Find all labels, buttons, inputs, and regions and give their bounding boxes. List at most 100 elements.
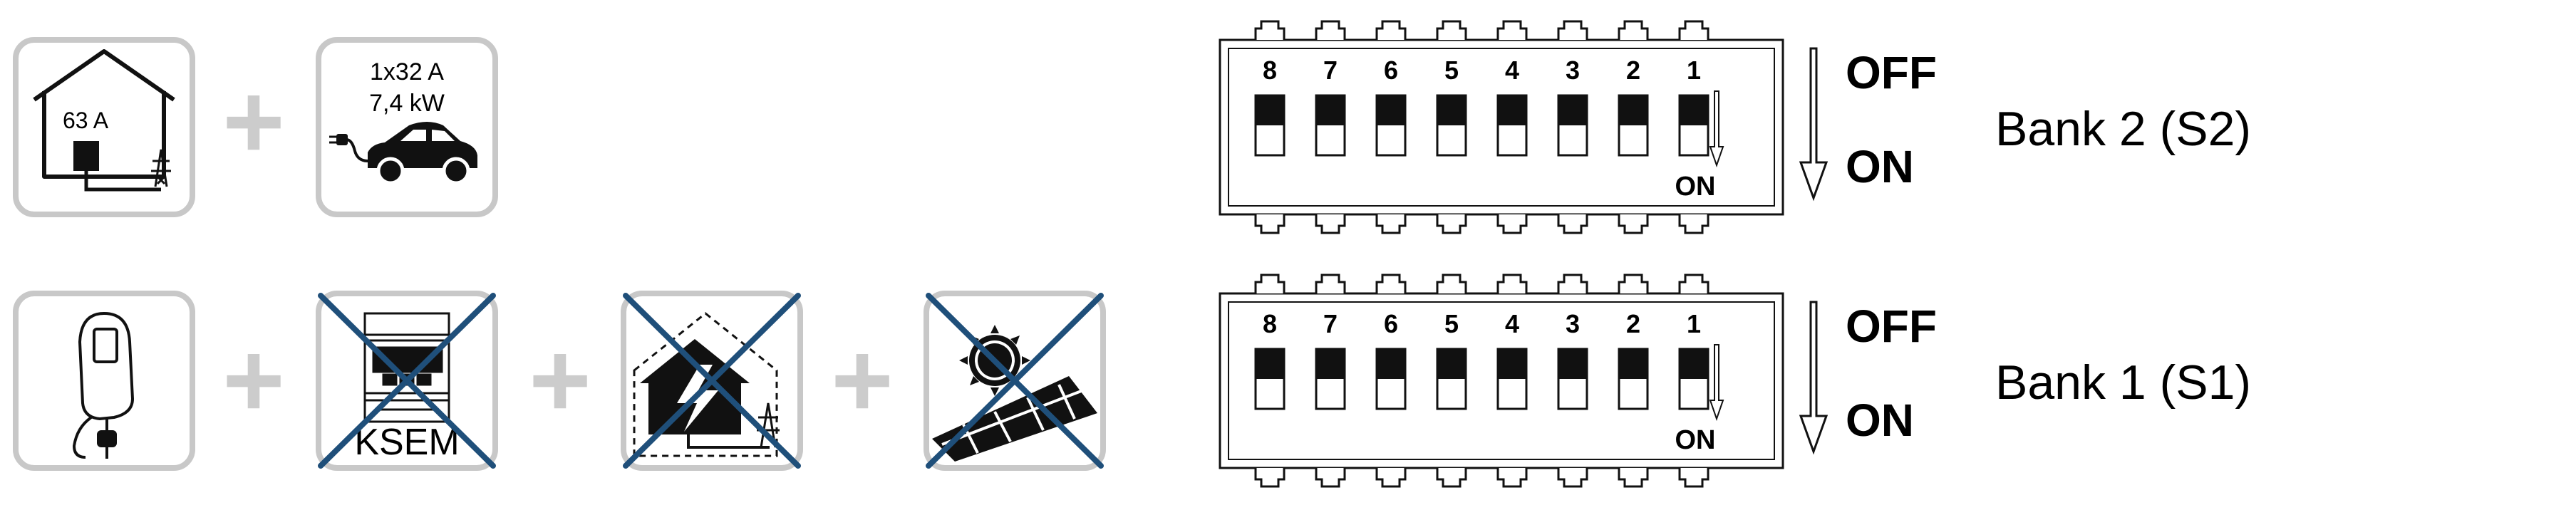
plus-sign-3: + — [529, 320, 591, 439]
on-direction-arrow-icon — [1709, 90, 1724, 168]
dip-switch-7[interactable] — [1315, 348, 1346, 410]
legend-off: OFF — [1846, 301, 1937, 352]
pin-top — [1436, 20, 1467, 40]
home-energy-tile — [621, 291, 803, 471]
switch-knob — [1377, 95, 1405, 125]
pin-top — [1496, 274, 1528, 293]
excluded-cross-icon — [926, 293, 1104, 469]
house-amperage: 63 A — [63, 108, 109, 133]
pin-bottom — [1436, 468, 1467, 488]
pin-bottom — [1254, 468, 1286, 488]
phase-current: 1x32 A — [370, 58, 444, 85]
charging-tile: 1x32 A 7,4 kW — [316, 37, 498, 217]
on-label: ON — [1675, 425, 1716, 455]
dip-switch-inner-frame — [1228, 301, 1775, 460]
charging-power: 7,4 kW — [369, 90, 445, 117]
energy-meter-label: KSEM — [354, 422, 459, 463]
switch-number: 1 — [1687, 56, 1701, 85]
switch-knob — [1316, 349, 1345, 379]
switch-number: 3 — [1566, 56, 1580, 85]
switch-number: 2 — [1626, 56, 1640, 85]
switch-number: 2 — [1626, 309, 1640, 338]
switch-number: 5 — [1444, 309, 1459, 338]
excluded-cross-icon — [318, 293, 496, 469]
switch-number: 8 — [1263, 309, 1277, 338]
switch-number: 4 — [1505, 309, 1519, 338]
legend-on: ON — [1846, 141, 1914, 192]
switch-knob — [1680, 95, 1708, 125]
pin-bottom — [1678, 468, 1709, 488]
pin-top — [1618, 20, 1649, 40]
pin-top — [1315, 20, 1346, 40]
pin-bottom — [1496, 214, 1528, 234]
legend-on: ON — [1846, 395, 1914, 446]
pin-bottom — [1375, 468, 1407, 488]
pin-bottom — [1315, 214, 1346, 234]
switch-number: 4 — [1505, 56, 1519, 85]
dip-switch-3[interactable] — [1557, 94, 1588, 157]
pin-top — [1375, 20, 1407, 40]
pin-bottom — [1618, 468, 1649, 488]
switch-number: 1 — [1687, 309, 1701, 338]
pin-top — [1254, 274, 1286, 293]
dip-switch-3[interactable] — [1557, 348, 1588, 410]
pin-bottom — [1557, 468, 1588, 488]
dip-switch-5[interactable] — [1436, 94, 1467, 157]
switch-knob — [1558, 349, 1587, 379]
dip-switch-8[interactable] — [1254, 94, 1286, 157]
pin-top — [1375, 274, 1407, 293]
pin-top — [1678, 274, 1709, 293]
dip-switch-4[interactable] — [1496, 348, 1528, 410]
switch-number: 6 — [1384, 309, 1398, 338]
plus-sign-2: + — [222, 320, 285, 439]
energy-meter-tile: KSEM — [316, 291, 498, 471]
dip-switch-1[interactable] — [1678, 348, 1709, 410]
dip-switch-8[interactable] — [1254, 348, 1286, 410]
dashed-boundary — [633, 312, 778, 457]
pin-bottom — [1618, 214, 1649, 234]
switch-knob — [1619, 349, 1647, 379]
pin-top — [1315, 274, 1346, 293]
switch-number: 7 — [1323, 309, 1338, 338]
on-label: ON — [1675, 172, 1716, 202]
pin-top — [1254, 20, 1286, 40]
pin-bottom — [1557, 214, 1588, 234]
dip-switch-2[interactable] — [1618, 348, 1649, 410]
transmission-tower-icon — [151, 149, 171, 187]
pin-bottom — [1375, 214, 1407, 234]
wallbox-tile — [13, 291, 195, 471]
dip-switch-5[interactable] — [1436, 348, 1467, 410]
dip-switch-6[interactable] — [1375, 348, 1407, 410]
dip-switch-inner-frame — [1228, 48, 1775, 207]
pv-system-tile — [924, 291, 1106, 471]
switch-knob — [1256, 349, 1284, 379]
pin-top — [1436, 274, 1467, 293]
bank-label: Bank 2 (S2) — [1995, 102, 2251, 156]
switch-knob — [1316, 95, 1345, 125]
switch-knob — [1680, 349, 1708, 379]
legend-off: OFF — [1846, 47, 1937, 98]
electric-car-icon — [368, 122, 477, 185]
bank-label: Bank 1 (S1) — [1995, 355, 2251, 410]
switch-knob — [1256, 95, 1284, 125]
wallbox-icon — [72, 311, 135, 459]
pin-bottom — [1678, 214, 1709, 234]
dip-switch-7[interactable] — [1315, 94, 1346, 157]
pin-top — [1678, 20, 1709, 40]
dip-switch-1[interactable] — [1678, 94, 1709, 157]
house-icon — [33, 49, 175, 179]
house-tile: 63 A — [13, 37, 195, 217]
switch-knob — [1437, 95, 1466, 125]
on-direction-arrow-icon — [1709, 344, 1724, 422]
meter-block-icon — [73, 141, 99, 171]
switch-knob — [1619, 95, 1647, 125]
pin-bottom — [1254, 214, 1286, 234]
dip-switch-2[interactable] — [1618, 94, 1649, 157]
dip-switch-4[interactable] — [1496, 94, 1528, 157]
plus-sign-4: + — [831, 320, 894, 439]
dip-switch-6[interactable] — [1375, 94, 1407, 157]
switch-knob — [1377, 349, 1405, 379]
switch-number: 8 — [1263, 56, 1277, 85]
